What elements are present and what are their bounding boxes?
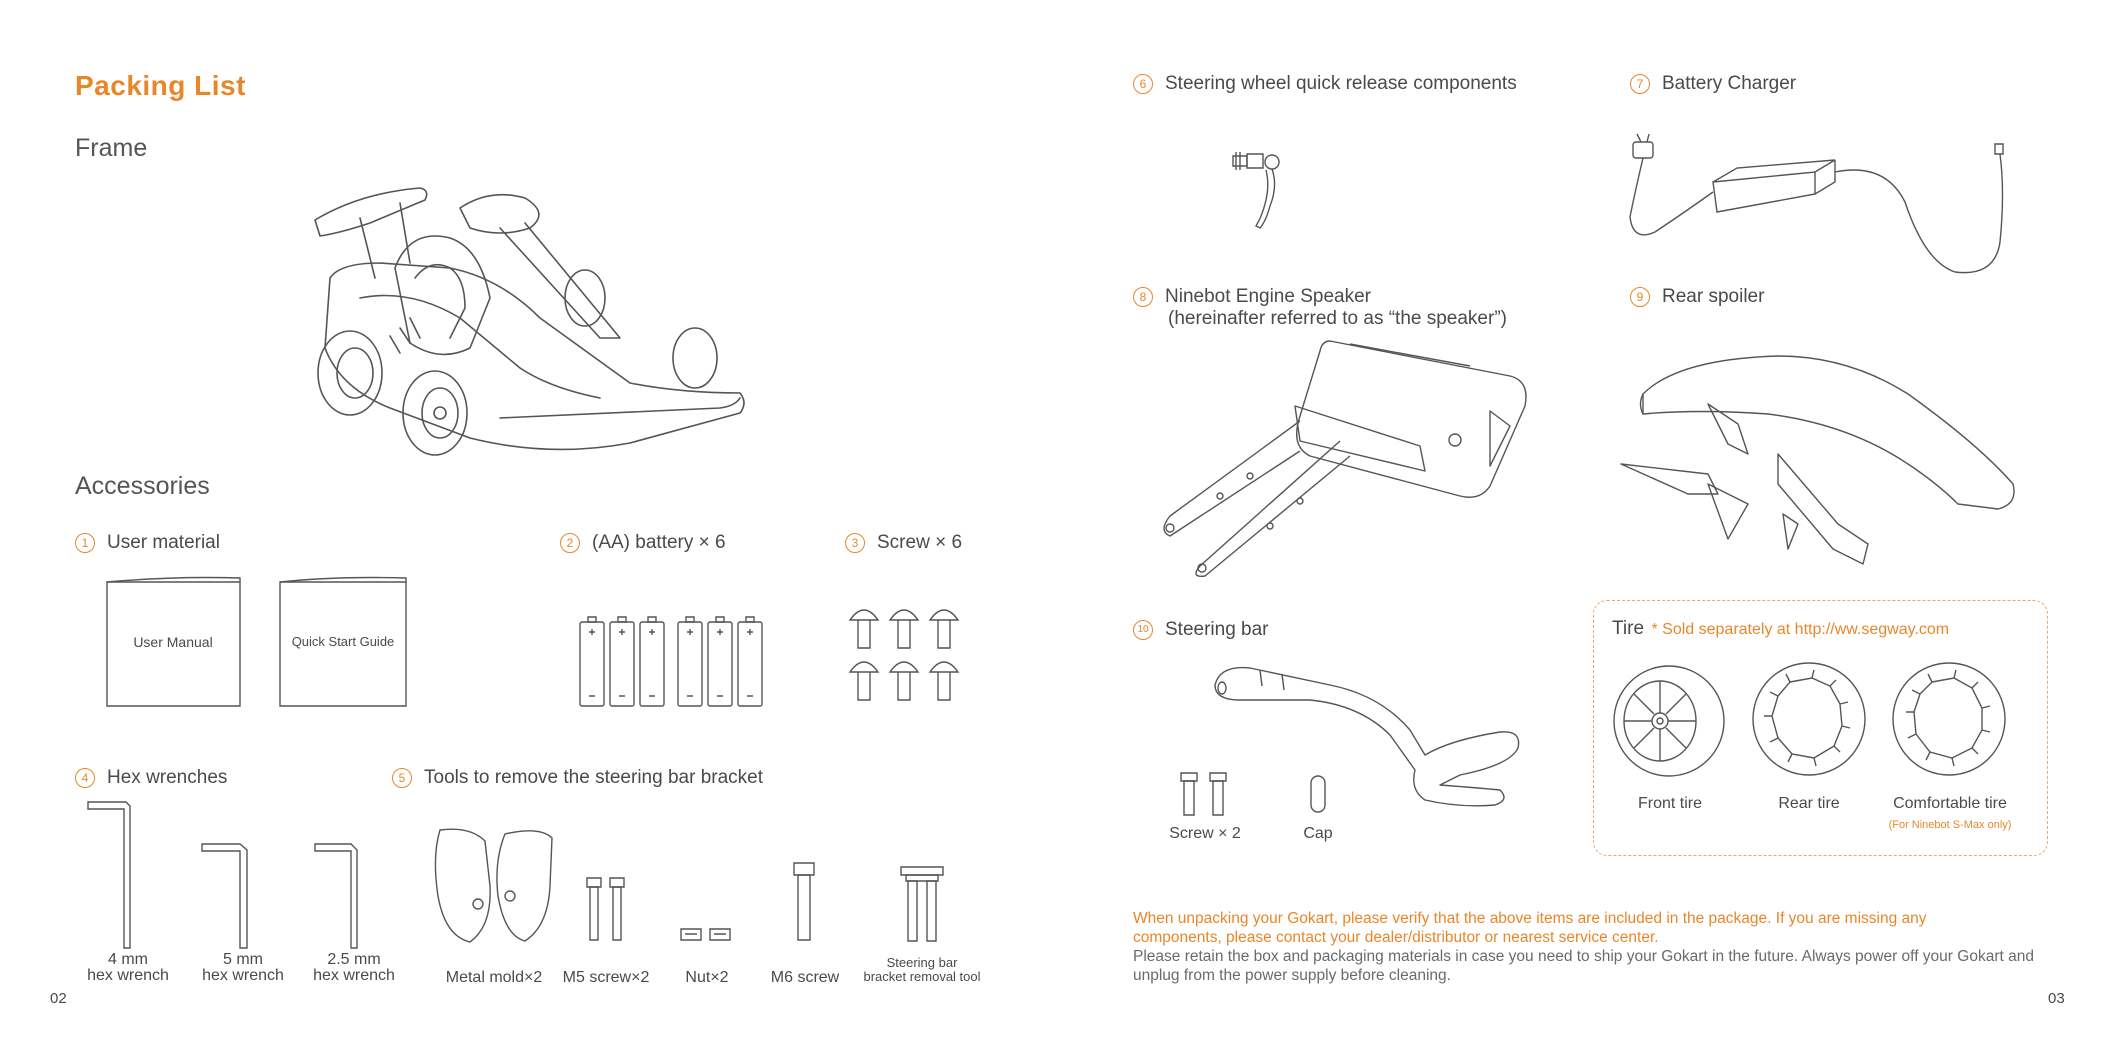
unpacking-note: When unpacking your Gokart, please verif… xyxy=(1133,910,1927,946)
item-tools: 5 Tools to remove the steering bar bracke… xyxy=(392,767,763,789)
tire-box xyxy=(1593,600,2048,856)
booklet-icon xyxy=(105,574,245,708)
item-label: Rear spoiler xyxy=(1662,286,1765,307)
item-number: 4 xyxy=(75,767,95,788)
item-number: 5 xyxy=(392,767,412,788)
cap-caption: Cap xyxy=(1303,825,1333,842)
hex-wrench-icon xyxy=(313,842,363,950)
item-label: Steering wheel quick release components xyxy=(1165,73,1517,94)
item-spoiler: 9 Rear spoiler xyxy=(1630,286,1764,308)
item-number: 1 xyxy=(75,532,95,553)
page-number-right: 03 xyxy=(2048,990,2065,1007)
item-screw: 3 Screw × 6 xyxy=(845,532,962,554)
bracket-removal-tool-icon xyxy=(900,866,944,942)
rear-spoiler-icon xyxy=(1618,354,2018,574)
item-label: Steering bar xyxy=(1165,619,1269,640)
m5-screw-caption: M5 screw×2 xyxy=(562,969,650,986)
item-number: 9 xyxy=(1630,286,1650,307)
item-label: User material xyxy=(107,532,220,553)
screw-icon xyxy=(848,606,966,702)
screw-caption: Screw × 2 xyxy=(1169,825,1241,842)
m6-screw-icon xyxy=(792,862,816,942)
item-speaker: 8 Ninebot Engine Speaker xyxy=(1133,286,1371,308)
tire-heading: Tire xyxy=(1612,618,1645,639)
rear-tire-caption: Rear tire xyxy=(1778,795,1840,812)
nut-caption: Nut×2 xyxy=(685,969,729,986)
item-hex-wrenches: 4 Hex wrenches xyxy=(75,767,227,789)
quick-start-label: Quick Start Guide xyxy=(291,634,395,649)
quick-release-icon xyxy=(1232,146,1292,232)
gokart-frame-illustration xyxy=(300,168,760,458)
item-number: 3 xyxy=(845,532,865,553)
metal-mold-icon xyxy=(430,826,560,946)
item-label: Screw × 6 xyxy=(877,532,963,553)
item-number: 2 xyxy=(560,532,580,553)
frame-heading: Frame xyxy=(75,134,148,162)
front-tire-icon xyxy=(1612,664,1727,779)
item-label: Battery Charger xyxy=(1662,73,1797,94)
user-manual-label: User Manual xyxy=(133,634,213,650)
metal-mold-caption: Metal mold×2 xyxy=(445,969,543,986)
item-number: 6 xyxy=(1133,73,1153,94)
speaker-icon xyxy=(1150,336,1540,581)
tire-heading-row: Tire * Sold separately at http://ww.segw… xyxy=(1612,618,1949,640)
item-steering-wheel: 6 Steering wheel quick release components xyxy=(1133,73,1517,95)
page-title: Packing List xyxy=(75,70,246,101)
item-charger: 7 Battery Charger xyxy=(1630,73,1796,95)
rear-tire-icon xyxy=(1750,660,1868,778)
item-user-material: 1 User material xyxy=(75,532,220,554)
m5-screw-icon xyxy=(586,877,626,942)
hex-wrench-icon xyxy=(200,842,250,950)
item-number: 7 xyxy=(1630,73,1650,94)
item-number: 8 xyxy=(1133,286,1153,307)
booklet-icon xyxy=(278,574,410,708)
page-number-left: 02 xyxy=(50,990,67,1007)
front-tire-caption: Front tire xyxy=(1637,795,1702,812)
cap-icon xyxy=(1309,774,1327,814)
battery-icon xyxy=(578,616,768,708)
sold-separately-link[interactable]: * Sold separately at http://ww.segway.co… xyxy=(1651,621,1950,638)
item-number: 10 xyxy=(1133,619,1153,640)
item-label: (AA) battery × 6 xyxy=(592,532,726,553)
charger-icon xyxy=(1625,132,2010,282)
comfortable-tire-icon xyxy=(1890,660,2008,778)
m6-screw-caption: M6 screw xyxy=(770,969,840,986)
item-label: Ninebot Engine Speaker xyxy=(1165,286,1371,307)
packaging-note: Please retain the box and packaging mate… xyxy=(1133,948,2034,984)
item-label: Tools to remove the steering bar bracket xyxy=(424,767,764,788)
nut-icon xyxy=(680,928,732,942)
comfortable-tire-note: (For Ninebot S-Max only) xyxy=(1888,819,2012,831)
steering-bar-icon xyxy=(1210,660,1530,810)
item-steering-bar: 10 Steering bar xyxy=(1133,619,1269,641)
comfortable-tire-caption: Comfortable tire xyxy=(1893,795,2007,812)
accessories-heading: Accessories xyxy=(75,472,210,500)
screw-icon xyxy=(1180,772,1230,816)
speaker-label-line2: (hereinafter referred to as “the speaker… xyxy=(1168,308,1507,329)
hex-wrench-icon xyxy=(86,800,136,950)
item-battery: 2 (AA) battery × 6 xyxy=(560,532,726,554)
item-label: Hex wrenches xyxy=(107,767,228,788)
